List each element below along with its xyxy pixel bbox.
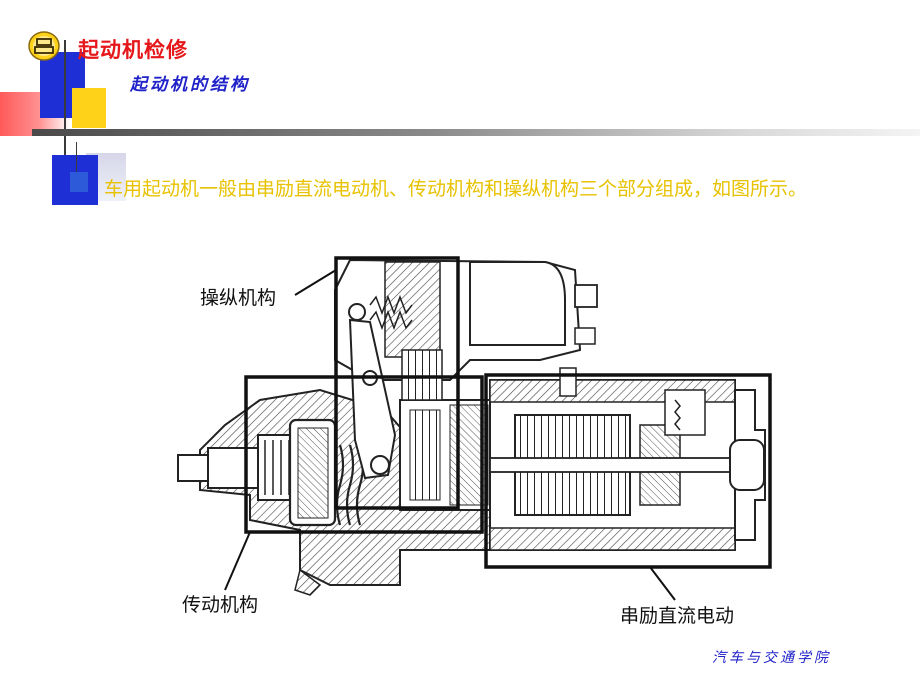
label-operating-mechanism: 操纵机构 xyxy=(200,287,277,309)
logo-icon xyxy=(28,31,60,61)
page-subtitle: 起动机的结构 xyxy=(130,75,250,95)
page-title: 起动机检修 xyxy=(78,37,188,62)
vertical-rule-2 xyxy=(76,142,77,178)
starter-motor-diagram xyxy=(177,256,772,601)
bullet-icon xyxy=(70,172,88,192)
header-divider xyxy=(32,129,920,136)
footer-institution: 汽车与交通学院 xyxy=(712,650,831,666)
vertical-rule xyxy=(64,40,66,160)
label-transmission-mechanism: 传动机构 xyxy=(182,594,259,616)
label-dc-motor: 串励直流电动 xyxy=(620,605,735,627)
yellow-square-decoration xyxy=(72,88,106,128)
intro-paragraph: 车用起动机一般由串励直流电动机、传动机构和操纵机构三个部分组成，如图所示。 xyxy=(104,178,808,200)
